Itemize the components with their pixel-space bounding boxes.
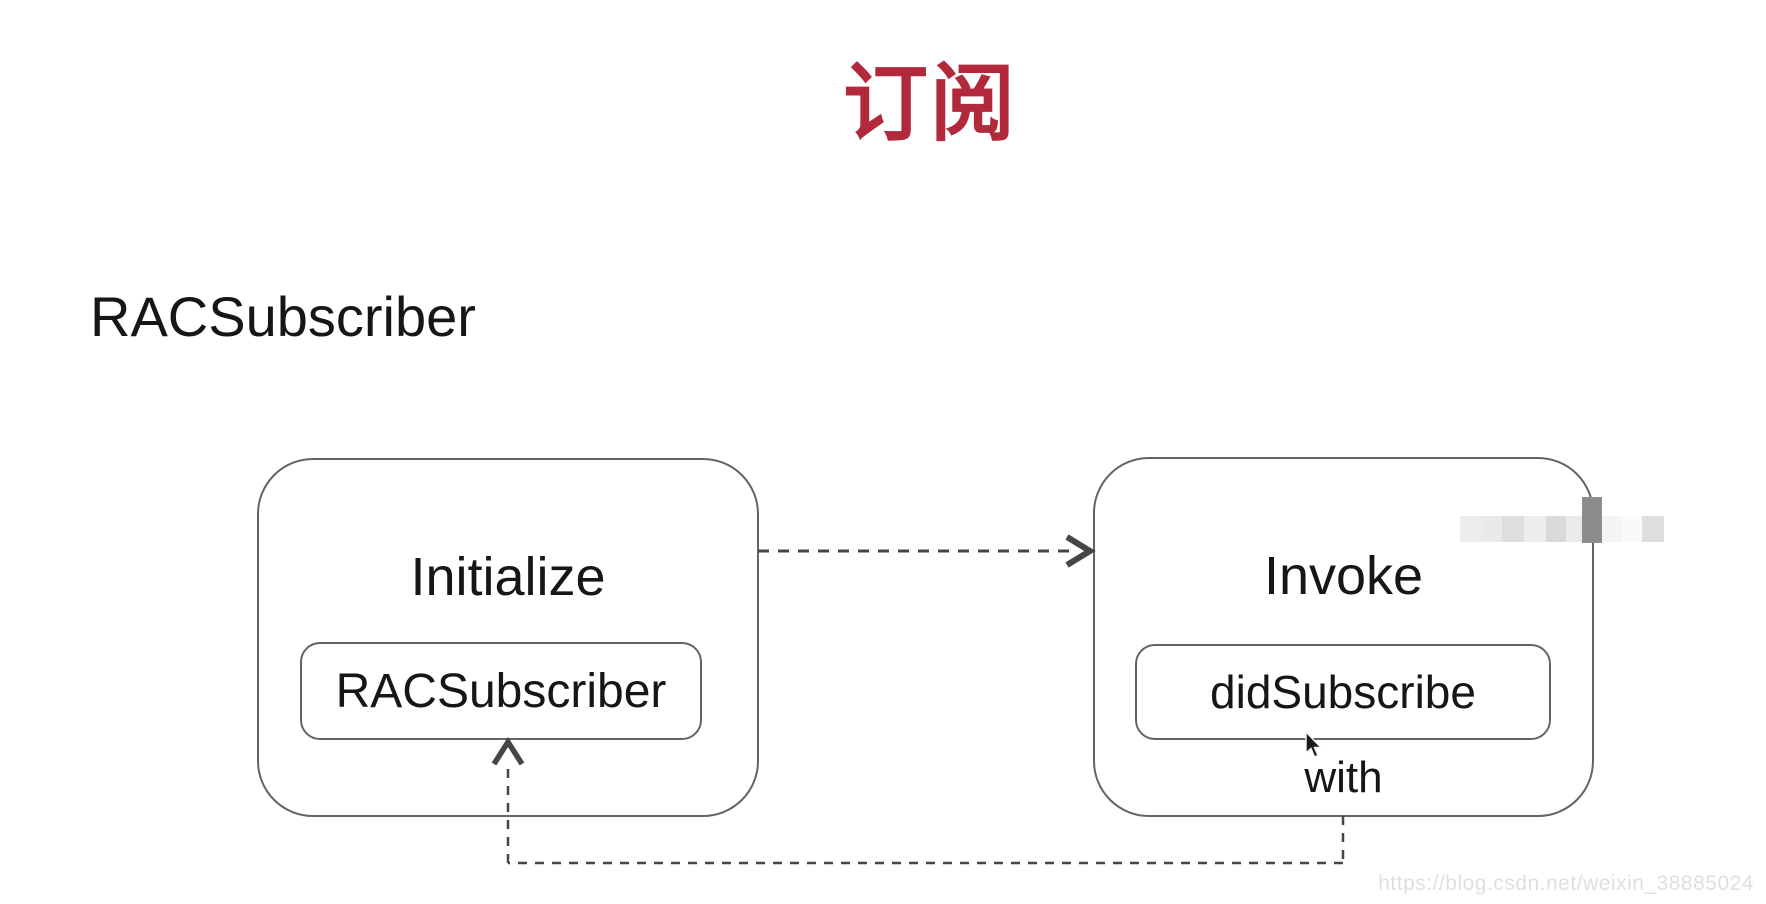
- censor-pixel: [1622, 516, 1642, 542]
- censor-pixel: [1502, 516, 1524, 542]
- node-invoke-sub-label: with: [1304, 753, 1383, 802]
- node-invoke: Invoke didSubscribe with: [1093, 457, 1594, 817]
- section-heading: RACSubscriber: [90, 285, 476, 348]
- censor-pixel: [1482, 516, 1502, 542]
- node-initialize: Initialize RACSubscriber: [257, 458, 759, 817]
- node-initialize-inner-label: RACSubscriber: [335, 664, 667, 718]
- censor-pixel: [1642, 516, 1664, 542]
- node-initialize-label: Initialize: [410, 547, 606, 607]
- csdn-watermark: https://blog.csdn.net/weixin_38885024: [1378, 872, 1754, 895]
- mouse-cursor-icon: [1305, 730, 1323, 758]
- node-invoke-label: Invoke: [1263, 546, 1424, 606]
- censor-pixel: [1602, 516, 1622, 542]
- censor-pixel-dark: [1582, 497, 1602, 543]
- censor-pixel: [1546, 516, 1566, 542]
- node-invoke-inner-label: didSubscribe: [1210, 666, 1476, 718]
- arrowhead-right-icon: [1065, 534, 1096, 568]
- node-initialize-inner-box: RACSubscriber: [300, 642, 702, 740]
- censor-pixel: [1524, 516, 1546, 542]
- censor-pixel: [1566, 516, 1582, 542]
- censor-pixel: [1460, 516, 1482, 542]
- slide-title: 订阅: [843, 57, 1018, 152]
- node-invoke-inner-box: didSubscribe: [1135, 644, 1551, 740]
